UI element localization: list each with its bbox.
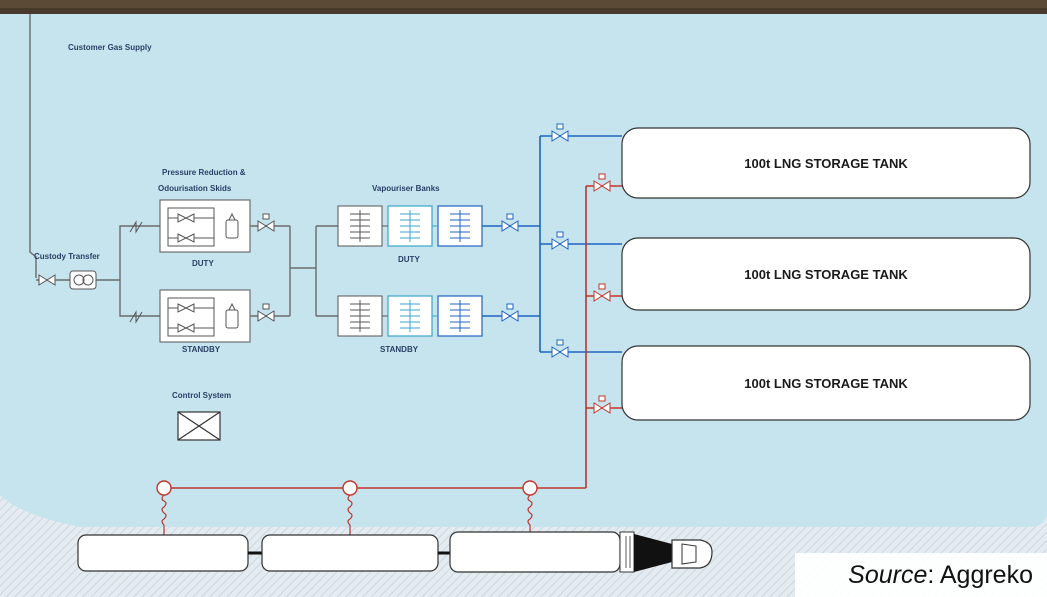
road-tanker-icon <box>78 532 712 572</box>
lng-tank-1: 100t LNG STORAGE TANK <box>622 128 1030 198</box>
skid-duty-label: DUTY <box>192 259 214 268</box>
pressure-skid-standby <box>160 290 250 342</box>
pressure-reduction-label-2: Odourisation Skids <box>158 184 232 193</box>
lng-tank-3: 100t LNG STORAGE TANK <box>622 346 1030 420</box>
vapouriser-bank-standby <box>338 296 482 336</box>
source-suffix: : Aggreko <box>927 561 1033 589</box>
source-credit-text: Source: Aggreko <box>848 561 1033 590</box>
pressure-skid-duty <box>160 200 250 252</box>
lng-tank-2: 100t LNG STORAGE TANK <box>622 238 1030 310</box>
tank-1-label: 100t LNG STORAGE TANK <box>744 156 908 171</box>
vapouriser-standby-label: STANDBY <box>380 345 419 354</box>
pressure-reduction-label-1: Pressure Reduction & <box>162 168 246 177</box>
vapouriser-banks-label: Vapouriser Banks <box>372 184 440 193</box>
source-prefix: Source <box>848 561 927 589</box>
custody-transfer-label: Custody Transfer <box>34 252 100 261</box>
top-photo-strip-shade <box>0 8 1047 14</box>
vapouriser-duty-label: DUTY <box>398 255 420 264</box>
customer-gas-supply-label: Customer Gas Supply <box>68 43 152 52</box>
control-system-icon <box>178 412 220 440</box>
vapouriser-bank-duty <box>338 206 482 246</box>
control-system-label: Control System <box>172 391 231 400</box>
source-credit: Source: Aggreko <box>795 553 1047 597</box>
tank-3-label: 100t LNG STORAGE TANK <box>744 376 908 391</box>
tank-2-label: 100t LNG STORAGE TANK <box>744 267 908 282</box>
custody-meter-icon <box>70 271 96 289</box>
skid-standby-label: STANDBY <box>182 345 221 354</box>
